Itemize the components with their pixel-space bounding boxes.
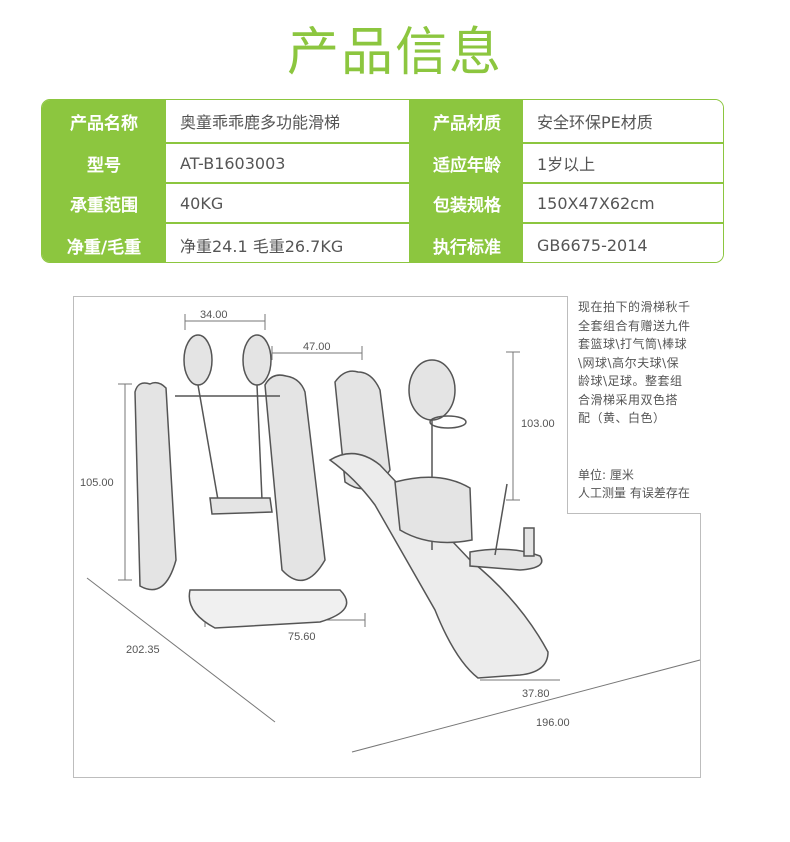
spec-row-name: 产品名称 奥童乖乖鹿多功能滑梯 产品材质 安全环保PE材质 <box>42 100 723 142</box>
dim-swing-gap: 34.00 <box>200 309 228 321</box>
dim-height: 105.00 <box>80 477 114 489</box>
value-package: 150X47X62cm <box>523 184 723 222</box>
label-product-name: 产品名称 <box>42 100 166 142</box>
label-package: 包装规格 <box>411 184 523 222</box>
label-age: 适应年龄 <box>411 144 523 182</box>
value-standard: GB6675-2014 <box>523 224 723 262</box>
dim-seat-width: 47.00 <box>303 341 331 353</box>
gift-note-box: 现在拍下的滑梯秋千 全套组合有赠送九件 套篮球\打气筒\棒球 \网球\高尔夫球\… <box>567 296 701 514</box>
label-load: 承重范围 <box>42 184 166 222</box>
value-weight: 净重24.1 毛重26.7KG <box>166 224 411 262</box>
value-load: 40KG <box>166 184 411 222</box>
spec-row-model: 型号 AT-B1603003 适应年龄 1岁以上 <box>42 142 723 182</box>
value-product-name: 奥童乖乖鹿多功能滑梯 <box>166 100 411 142</box>
product-diagram-frame <box>73 296 701 778</box>
label-weight: 净重/毛重 <box>42 224 166 262</box>
dim-total-length: 196.00 <box>536 717 570 729</box>
dim-total-depth: 202.35 <box>126 644 160 656</box>
dim-base-width: 75.60 <box>288 631 316 643</box>
measure-note: 人工测量 有误差存在 <box>578 486 690 500</box>
label-model: 型号 <box>42 144 166 182</box>
page-title: 产品信息 <box>286 23 503 83</box>
value-material: 安全环保PE材质 <box>523 100 723 142</box>
dim-rear-height: 103.00 <box>521 418 555 430</box>
gift-note-text: 现在拍下的滑梯秋千 全套组合有赠送九件 套篮球\打气筒\棒球 \网球\高尔夫球\… <box>578 300 691 425</box>
value-age: 1岁以上 <box>523 144 723 182</box>
dim-slide-width: 37.80 <box>522 688 550 700</box>
value-model: AT-B1603003 <box>166 144 411 182</box>
unit-note: 单位: 厘米 人工测量 有误差存在 <box>578 466 690 502</box>
spec-table: 产品名称 奥童乖乖鹿多功能滑梯 产品材质 安全环保PE材质 型号 AT-B160… <box>41 99 724 263</box>
label-standard: 执行标准 <box>411 224 523 262</box>
spec-row-weight: 净重/毛重 净重24.1 毛重26.7KG 执行标准 GB6675-2014 <box>42 222 723 262</box>
spec-row-load: 承重范围 40KG 包装规格 150X47X62cm <box>42 182 723 222</box>
unit-label: 单位: 厘米 <box>578 468 634 482</box>
label-material: 产品材质 <box>411 100 523 142</box>
